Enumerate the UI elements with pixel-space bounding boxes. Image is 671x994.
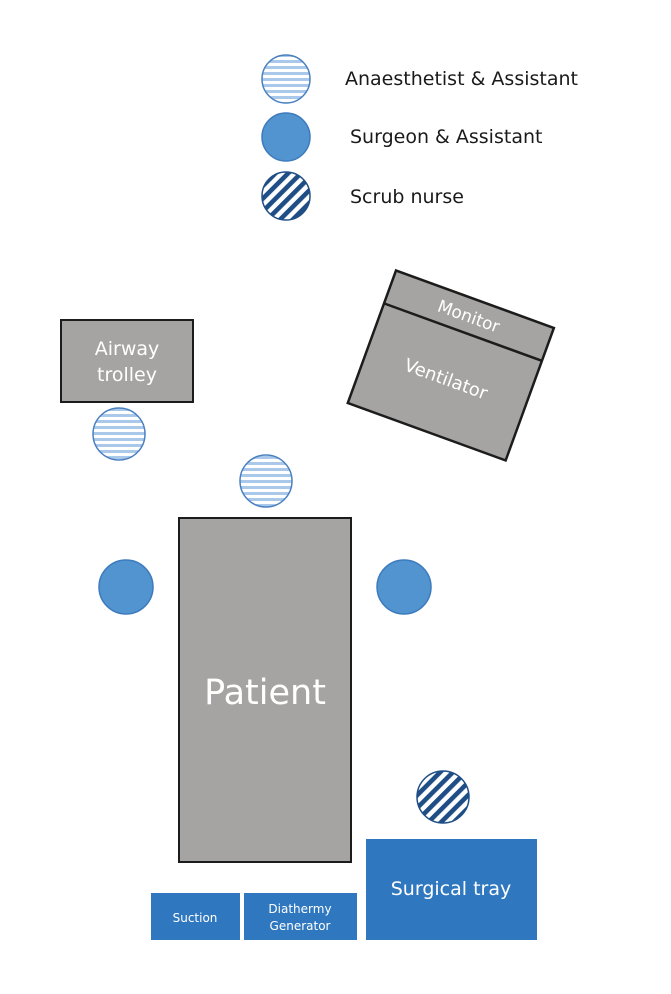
legend: Anaesthetist & Assistant Surgeon & Assis…	[261, 54, 578, 221]
patient-label: Patient	[204, 673, 326, 713]
airway-trolley-label-line1: Airway	[95, 338, 160, 360]
suction-unit: Suction	[151, 893, 240, 940]
surgeon-marker	[98, 559, 154, 615]
diathermy-label-line2: Generator	[270, 919, 331, 933]
scrub-nurse-marker	[416, 770, 470, 824]
legend-anaesthetist-symbol	[261, 54, 311, 104]
patient-table: Patient	[178, 517, 352, 863]
surgeon-assistant-marker	[376, 559, 432, 615]
legend-scrub-label: Scrub nurse	[350, 186, 464, 208]
legend-anaesthetist-label: Anaesthetist & Assistant	[345, 68, 578, 90]
suction-label: Suction	[173, 911, 218, 925]
legend-surgeon-label: Surgeon & Assistant	[350, 126, 542, 148]
diathermy-generator-unit: Diathermy Generator	[244, 893, 357, 940]
legend-scrub-symbol	[261, 171, 311, 221]
surgical-tray-label: Surgical tray	[391, 878, 511, 900]
legend-surgeon-symbol	[261, 112, 311, 162]
diathermy-label-line1: Diathermy	[268, 902, 331, 916]
monitor-ventilator-unit: Monitor Ventilator	[346, 268, 556, 463]
airway-trolley: Airway trolley	[60, 319, 194, 403]
airway-trolley-label-line2: trolley	[97, 364, 157, 386]
anaesthetist-marker	[239, 454, 293, 508]
anaesthetist-assistant-marker	[92, 407, 146, 461]
surgical-tray: Surgical tray	[366, 839, 537, 940]
